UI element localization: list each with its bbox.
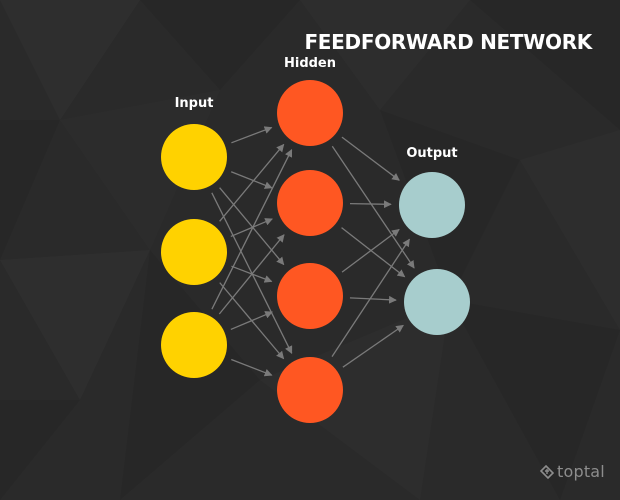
hidden-node-4 — [277, 357, 343, 423]
layer-label-hidden: Hidden — [283, 56, 337, 71]
hidden-node-3 — [277, 263, 343, 329]
output-node-1 — [399, 172, 465, 238]
edge-hidden4-output1 — [331, 238, 410, 357]
layer-label-input: Input — [174, 96, 214, 111]
edge-input2-hidden1 — [219, 143, 285, 222]
edge-input3-hidden3 — [230, 311, 273, 331]
edges — [211, 126, 415, 377]
edge-input1-hidden4 — [211, 192, 293, 354]
edge-hidden4-output2 — [342, 324, 404, 368]
edge-input2-hidden2 — [230, 218, 273, 238]
edge-hidden2-output1 — [349, 200, 392, 209]
brand-name: toptal — [557, 462, 605, 481]
edge-hidden3-output2 — [349, 295, 397, 304]
edge-hidden1-output1 — [341, 136, 400, 181]
hidden-node-1 — [277, 80, 343, 146]
edge-input3-hidden2 — [218, 234, 285, 315]
toptal-logo-icon — [540, 464, 554, 479]
brand-watermark: toptal — [540, 462, 605, 481]
edge-hidden1-output2 — [331, 145, 415, 269]
edge-hidden3-output1 — [341, 228, 400, 273]
edge-input1-hidden3 — [219, 187, 285, 266]
edge-input3-hidden1 — [211, 148, 293, 310]
edge-input1-hidden1 — [231, 126, 273, 144]
diagram-title: FEEDFORWARD NETWORK — [304, 30, 592, 54]
nodes — [161, 80, 470, 423]
input-node-1 — [161, 124, 227, 190]
edge-input1-hidden2 — [230, 171, 273, 189]
input-node-3 — [161, 312, 227, 378]
layer-label-output: Output — [406, 146, 458, 161]
hidden-node-2 — [277, 170, 343, 236]
output-node-2 — [404, 269, 470, 335]
edge-hidden2-output2 — [341, 227, 406, 278]
edge-input3-hidden4 — [231, 358, 273, 377]
input-node-2 — [161, 219, 227, 285]
